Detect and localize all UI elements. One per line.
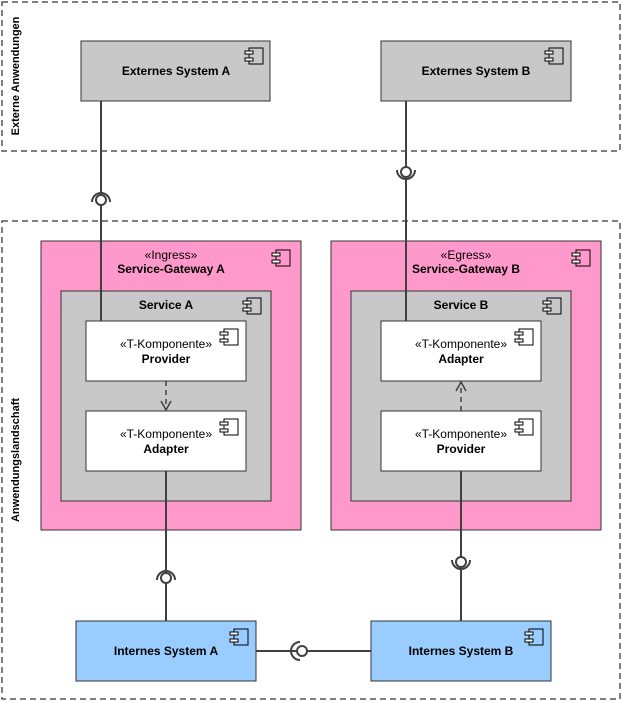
zone-landscape — [1, 220, 621, 700]
dependency-b-arrowhead — [455, 380, 467, 392]
component-a-provider[interactable]: «T-Komponente» Provider — [85, 320, 247, 382]
component-a-adapter-stereotype: «T-Komponente» — [120, 427, 212, 441]
external-system-a[interactable]: Externes System A — [80, 40, 271, 102]
external-system-b[interactable]: Externes System B — [380, 40, 572, 102]
gateway-b-stereotype: «Egress» — [441, 248, 492, 262]
interface-lollipop — [400, 166, 412, 178]
component-a-provider-name: Provider — [142, 352, 191, 366]
interface-socket — [290, 641, 301, 661]
component-b-adapter-name: Adapter — [438, 352, 484, 366]
gateway-a-stereotype: «Ingress» — [145, 248, 198, 262]
service-a-label: Service A — [139, 298, 194, 312]
internal-system-b[interactable]: Internes System B — [370, 620, 552, 682]
component-a-provider-stereotype: «T-Komponente» — [120, 337, 212, 351]
interface-socket — [156, 570, 176, 581]
component-b-adapter[interactable]: «T-Komponente» Adapter — [380, 320, 542, 382]
interface-lollipop — [455, 556, 467, 568]
component-b-provider-stereotype: «T-Komponente» — [415, 427, 507, 441]
zone-external — [1, 1, 621, 152]
interface-lollipop — [160, 572, 172, 584]
component-b-provider[interactable]: «T-Komponente» Provider — [380, 410, 542, 472]
zone-landscape-label: Anwendungslandschaft — [10, 398, 22, 522]
component-a-adapter-name: Adapter — [143, 442, 189, 456]
internal-system-a[interactable]: Internes System A — [75, 620, 257, 682]
dependency-a-arrowhead — [160, 400, 172, 412]
interface-socket — [451, 559, 471, 570]
interface-socket — [91, 192, 111, 203]
zone-external-label: Externe Anwendungen — [10, 16, 22, 135]
component-a-adapter[interactable]: «T-Komponente» Adapter — [85, 410, 247, 472]
interface-socket — [396, 169, 416, 180]
component-b-provider-name: Provider — [437, 442, 486, 456]
gateway-b-name: Service-Gateway B — [412, 262, 520, 276]
service-b-label: Service B — [434, 298, 489, 312]
internal-system-b-label: Internes System B — [409, 644, 514, 658]
interface-lollipop — [296, 645, 308, 657]
component-b-adapter-stereotype: «T-Komponente» — [415, 337, 507, 351]
internal-system-a-label: Internes System A — [114, 644, 219, 658]
external-system-a-label: Externes System A — [122, 64, 231, 78]
interface-lollipop — [95, 194, 107, 206]
gateway-a-name: Service-Gateway A — [117, 262, 225, 276]
external-system-b-label: Externes System B — [422, 64, 531, 78]
